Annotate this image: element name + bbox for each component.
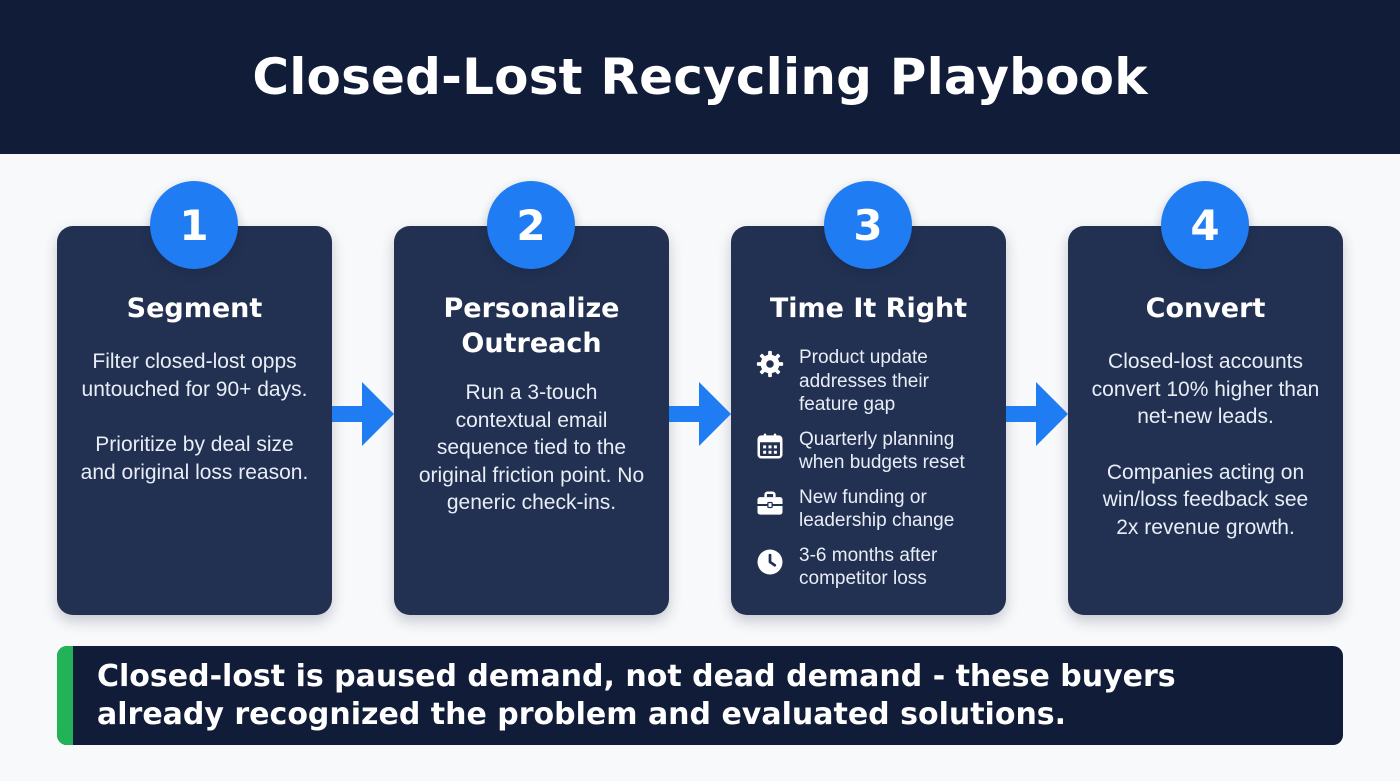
step-description: Filter closed-lost opps untouched for 90… — [79, 348, 310, 486]
gear-icon — [755, 349, 785, 379]
timing-item: New funding or leadership change — [755, 486, 990, 533]
step-description: Closed-lost accounts convert 10% higher … — [1090, 348, 1321, 541]
step-number-badge: 2 — [487, 181, 575, 269]
step-card-personalize-outreach: Personalize Outreach Run a 3-touch conte… — [394, 226, 669, 615]
clock-icon — [755, 547, 785, 577]
timing-item: Product update addresses their feature g… — [755, 346, 990, 417]
step-card-segment: Segment Filter closed-lost opps untouche… — [57, 226, 332, 615]
callout-accent-bar — [57, 646, 73, 745]
step-card-time-it-right: Time It Right — [731, 226, 1006, 615]
right-arrow-icon — [669, 382, 731, 446]
calendar-icon — [755, 431, 785, 461]
step-number-badge: 1 — [150, 181, 238, 269]
page-title: Closed-Lost Recycling Playbook — [252, 48, 1148, 106]
step-title: Personalize Outreach — [443, 293, 620, 359]
step-title: Segment — [126, 293, 263, 324]
timing-text: Product update addresses their feature g… — [799, 347, 929, 415]
timing-text: 3-6 months after competitor loss — [799, 544, 938, 590]
timing-item: Quarterly planning when budgets reset — [755, 428, 990, 475]
step-paragraph: Companies acting on win/loss feedback se… — [1102, 460, 1309, 539]
right-arrow-icon — [1006, 382, 1068, 446]
timing-text: Quarterly planning when budgets reset — [799, 428, 965, 474]
timing-text: New funding or leadership change — [799, 486, 955, 532]
step-description: Run a 3-touch contextual email sequence … — [416, 379, 647, 517]
timing-item: 3-6 months after competitor loss — [755, 544, 990, 591]
step-paragraph: Run a 3-touch contextual email sequence … — [418, 381, 645, 514]
step-card-convert: Convert Closed-lost accounts convert 10%… — [1068, 226, 1343, 615]
step-paragraph: Prioritize by deal size and original los… — [80, 433, 309, 484]
right-arrow-icon — [332, 382, 394, 446]
step-paragraph: Closed-lost accounts convert 10% higher … — [1091, 350, 1320, 428]
step-paragraph: Filter closed-lost opps untouched for 90… — [81, 350, 308, 401]
timing-list: Product update addresses their feature g… — [755, 346, 990, 602]
step-number-badge: 4 — [1161, 181, 1249, 269]
step-title: Time It Right — [769, 293, 968, 324]
key-insight-callout: Closed-lost is paused demand, not dead d… — [57, 646, 1343, 745]
briefcase-icon — [755, 489, 785, 519]
callout-text: Closed-lost is paused demand, not dead d… — [97, 659, 1176, 732]
step-number-badge: 3 — [824, 181, 912, 269]
step-title: Convert — [1145, 293, 1266, 324]
header-banner: Closed-Lost Recycling Playbook — [0, 0, 1400, 154]
